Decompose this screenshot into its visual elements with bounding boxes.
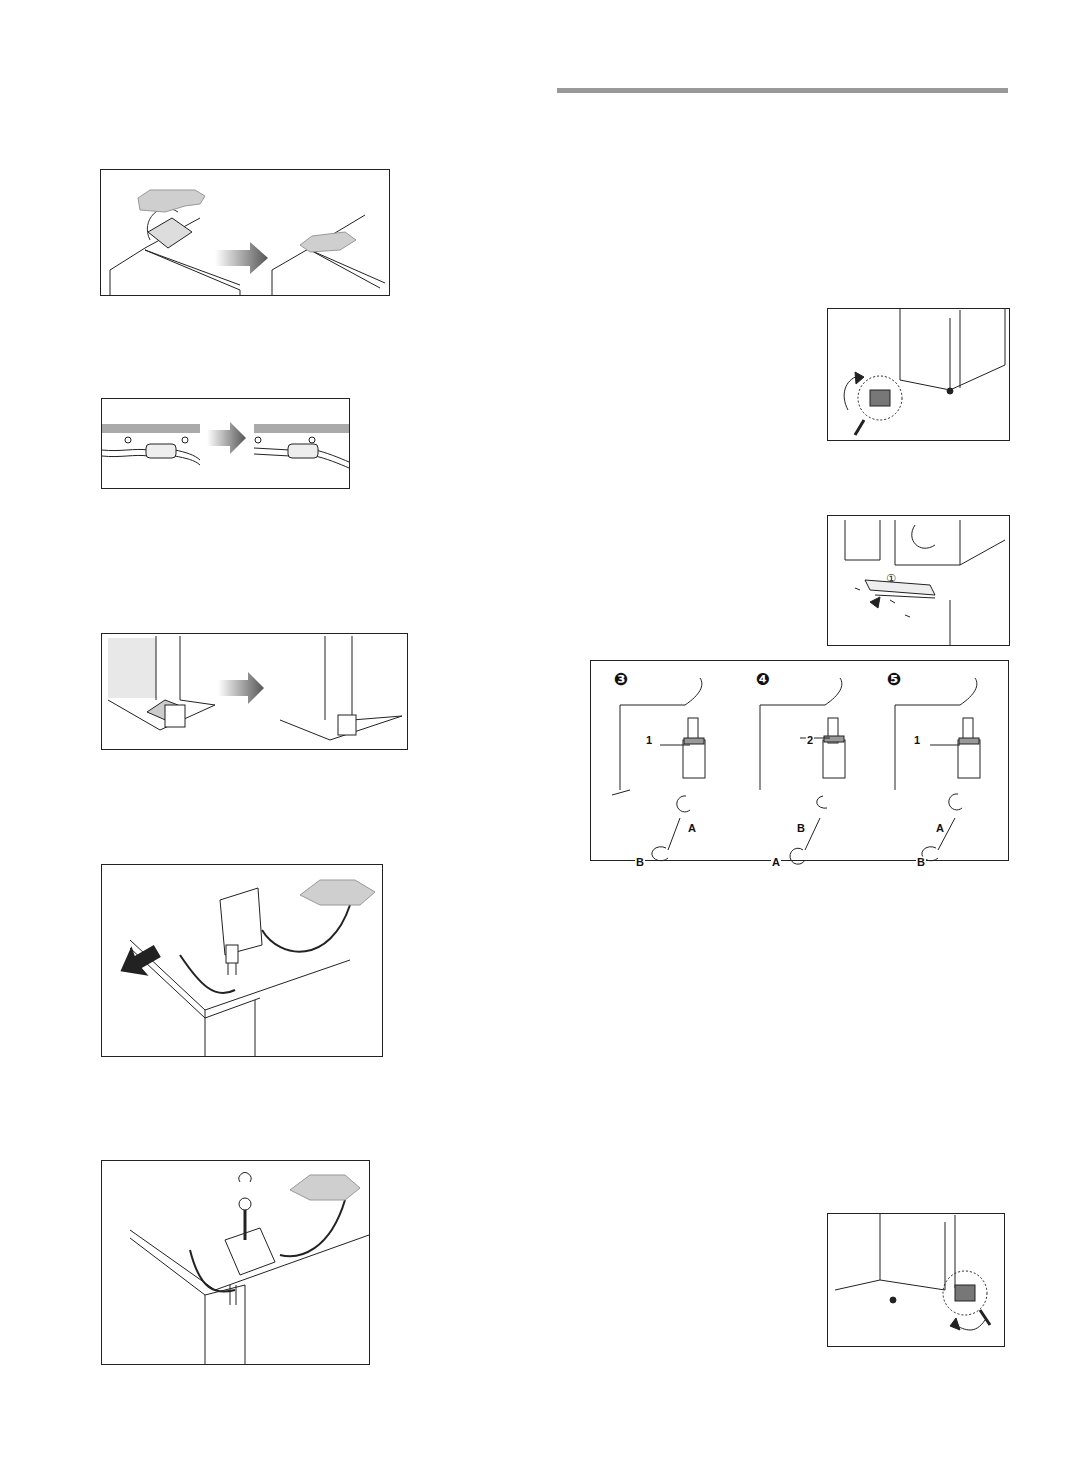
step-number: ❸ [613,671,629,688]
callout-label: B [916,857,926,868]
callout-label: A [935,823,945,834]
step-number: ❹ [755,671,771,688]
callout-label: B [635,857,645,868]
callout-label: 2 [806,735,814,746]
callout-label: 1 [645,735,653,746]
callout-label: A [687,823,697,834]
callout-label: ① [885,573,897,584]
callout-label: 1 [913,735,921,746]
callout-label: B [796,823,806,834]
callout-label: A [771,857,781,868]
step-number: ❺ [886,671,902,688]
